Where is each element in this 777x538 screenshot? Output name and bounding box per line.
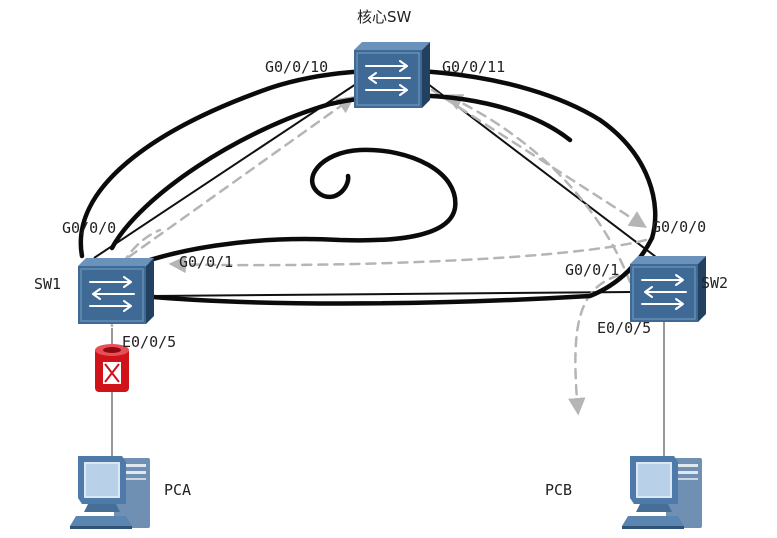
- link-core-sw1: [93, 83, 357, 259]
- loop-path-bottom: [168, 238, 648, 274]
- loop-path-sw1-up: [114, 95, 355, 268]
- inner-arc-stroke: [109, 93, 573, 251]
- port-label-sw1-e0-0-5: E0/0/5: [122, 333, 176, 351]
- switch-icon: [77, 257, 155, 325]
- port-label-core-g0-0-11: G0/0/11: [442, 58, 505, 76]
- sw2-switch-node[interactable]: [629, 255, 707, 323]
- broadcast-loop-path: [109, 88, 648, 416]
- pca-label: PCA: [164, 481, 191, 499]
- sw1-switch-node[interactable]: [77, 257, 155, 325]
- pcb-node[interactable]: [622, 456, 702, 529]
- firewall-icon: [95, 344, 129, 392]
- core-switch-node[interactable]: [353, 41, 431, 109]
- port-label-sw2-g0-0-0: G0/0/0: [652, 218, 706, 236]
- core-switch-label: 核心SW: [357, 8, 412, 26]
- pc-icon: [70, 456, 150, 529]
- loop-path-return-up: [444, 94, 632, 284]
- pca-node[interactable]: [70, 456, 150, 529]
- switch-icon: [629, 255, 707, 323]
- loop-path-to-pcb: [568, 270, 636, 416]
- port-label-sw1-g0-0-1: G0/0/1: [179, 253, 233, 271]
- switch-icon: [353, 41, 431, 109]
- sw2-label: SW2: [701, 274, 728, 292]
- port-label-sw2-e0-0-5: E0/0/5: [597, 319, 651, 337]
- port-label-core-g0-0-10: G0/0/10: [265, 58, 328, 76]
- pc-icon: [622, 456, 702, 529]
- pcb-label: PCB: [545, 481, 572, 499]
- port-label-sw1-g0-0-0: G0/0/0: [62, 219, 116, 237]
- loop-path-core-down: [430, 88, 647, 228]
- sw1-label: SW1: [34, 275, 61, 293]
- port-label-sw2-g0-0-1: G0/0/1: [565, 261, 619, 279]
- link-sw1-sw2: [151, 291, 633, 297]
